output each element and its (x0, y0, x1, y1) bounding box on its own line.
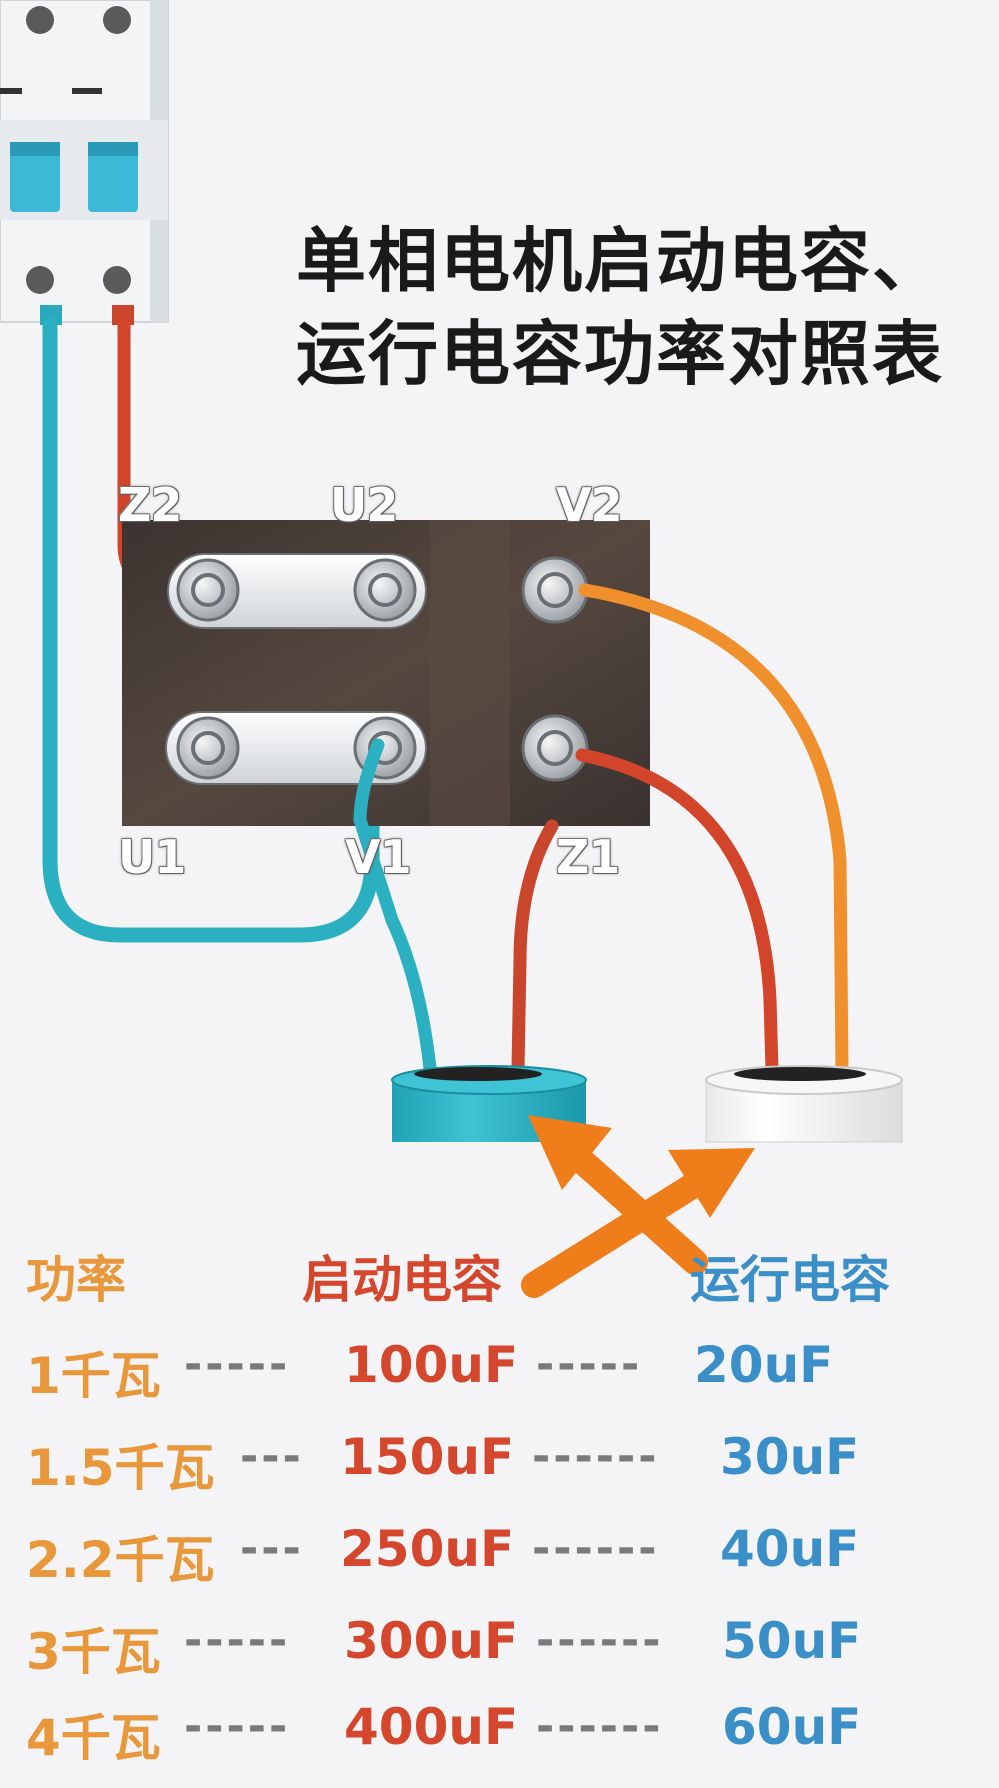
row-dash: ------ (536, 1701, 664, 1752)
row-power: 3千瓦 (26, 1623, 161, 1681)
table-header: 功率 启动电容 运行电容 (0, 1240, 999, 1330)
row-dash: ------ (532, 1431, 660, 1482)
terminal-label-u2: U2 (330, 478, 398, 532)
crossing-arrows-icon (521, 1115, 755, 1298)
terminal-nut-icon (353, 558, 417, 622)
blue-wire (42, 317, 380, 943)
row-run-capacitor: 20uF (694, 1336, 834, 1394)
page-title-line-2: 运行电容功率对照表 (296, 313, 944, 395)
terminal-label-v1: V1 (345, 830, 412, 884)
terminal-label-v2: V2 (556, 478, 623, 532)
row-start-capacitor: 150uF (340, 1428, 515, 1486)
table-row: 2.2千瓦 --- 250uF ------ 40uF (0, 1520, 999, 1610)
row-run-capacitor: 40uF (720, 1520, 860, 1578)
page-title-line-1: 单相电机启动电容、 (296, 220, 944, 302)
screw-icon (103, 6, 131, 34)
row-run-capacitor: 60uF (722, 1698, 862, 1756)
circuit-breaker (0, 0, 169, 325)
screw-icon (103, 266, 131, 294)
terminal-label-z1: Z1 (556, 830, 620, 884)
orange-wire (578, 583, 849, 1077)
blue-wire (353, 738, 437, 1075)
header-start-capacitor: 启动电容 (302, 1251, 502, 1309)
red-wire (511, 819, 559, 1075)
row-start-capacitor: 300uF (344, 1612, 519, 1670)
terminal-nut-icon (521, 556, 589, 624)
terminal-label-z2: Z2 (118, 478, 182, 532)
table-row: 1千瓦 ----- 100uF ----- 20uF (0, 1336, 999, 1426)
header-run-capacitor: 运行电容 (690, 1251, 890, 1309)
row-start-capacitor: 250uF (340, 1520, 515, 1578)
terminal-nut-icon (176, 716, 240, 780)
row-power: 1.5千瓦 (26, 1439, 215, 1497)
row-dash: ----- (184, 1615, 291, 1666)
table-row: 1.5千瓦 --- 150uF ------ 30uF (0, 1428, 999, 1518)
red-wire (575, 748, 779, 1077)
row-dash: ------ (536, 1615, 664, 1666)
row-dash: ----- (184, 1701, 291, 1752)
row-dash: ----- (184, 1339, 291, 1390)
row-dash: ------ (532, 1523, 660, 1574)
terminal-nut-icon (521, 714, 589, 782)
row-run-capacitor: 30uF (720, 1428, 860, 1486)
row-dash: --- (240, 1523, 304, 1574)
row-start-capacitor: 100uF (344, 1336, 519, 1394)
row-power: 2.2千瓦 (26, 1531, 215, 1589)
table-row: 4千瓦 ----- 400uF ------ 60uF (0, 1698, 999, 1788)
terminal-box (122, 520, 650, 826)
breaker-toggle-icon (10, 142, 60, 212)
screw-icon (26, 6, 54, 34)
row-run-capacitor: 50uF (722, 1612, 862, 1670)
terminal-nut-icon (176, 558, 240, 622)
header-power: 功率 (26, 1251, 126, 1309)
row-power: 1千瓦 (26, 1347, 161, 1405)
terminal-label-u1: U1 (118, 830, 186, 884)
breaker-toggle-icon (88, 142, 138, 212)
row-power: 4千瓦 (26, 1709, 161, 1767)
row-start-capacitor: 400uF (344, 1698, 519, 1756)
row-dash: --- (240, 1431, 304, 1482)
run-capacitor-icon (705, 1065, 903, 1143)
screw-icon (26, 266, 54, 294)
table-row: 3千瓦 ----- 300uF ------ 50uF (0, 1612, 999, 1702)
row-dash: ----- (536, 1339, 643, 1390)
